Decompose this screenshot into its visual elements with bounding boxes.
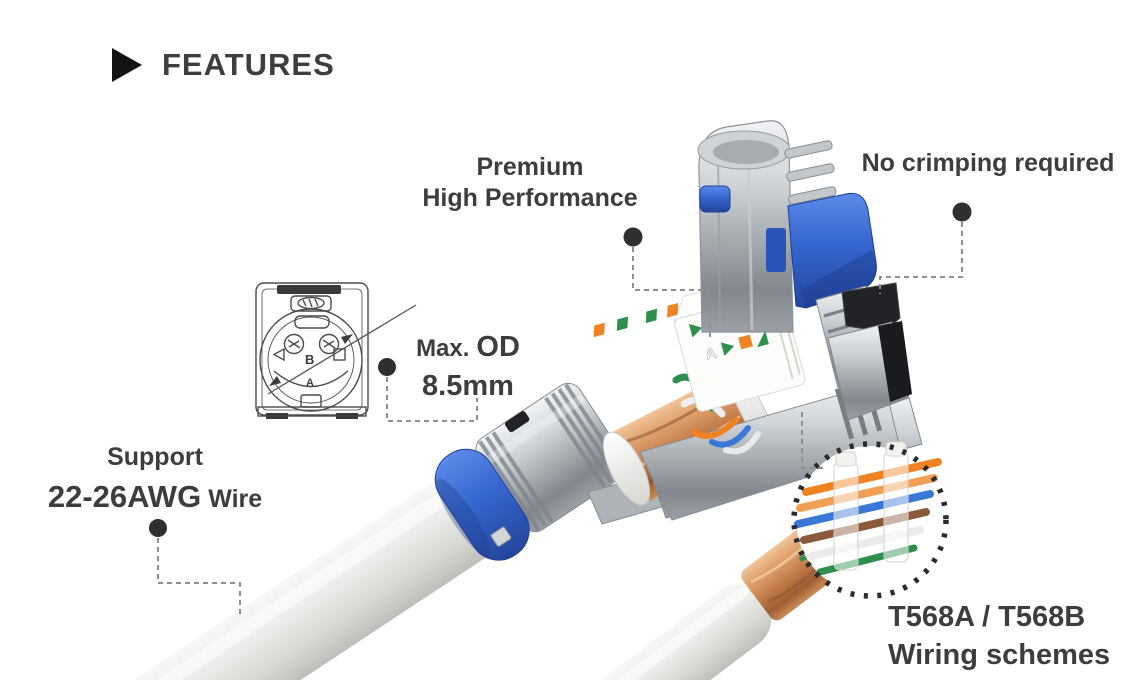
- support-awg-range: 22-26AWG: [47, 479, 202, 514]
- callout-premium-line1: Premium: [476, 153, 584, 181]
- rj45-nose: [827, 321, 912, 421]
- cap-blue-slot: [766, 228, 786, 272]
- support-line1: Support: [107, 443, 203, 471]
- section-header: FEATURES: [112, 46, 335, 85]
- leader-wiring-detail: [801, 412, 826, 469]
- callout-dot-no-crimping: [952, 202, 972, 222]
- od-dimension-line: [267, 304, 417, 395]
- callout-dot-premium: [623, 227, 643, 247]
- max-od-label: OD: [476, 331, 520, 363]
- callout-premium-line2: High Performance: [422, 184, 638, 213]
- main-cable: [121, 467, 515, 680]
- wiring-line1: T568A / T568B: [888, 601, 1086, 633]
- leader-max-od: [386, 377, 478, 422]
- strain-relief-boot: [434, 448, 530, 561]
- callout-no-crimping-text: No crimping required: [861, 149, 1115, 177]
- wiring-line2: Wiring schemes: [888, 639, 1111, 672]
- main-cable-assembly: [121, 382, 629, 680]
- play-triangle-icon: [112, 48, 142, 83]
- wiring-detail-circle: [791, 441, 949, 599]
- callout-no-crimping: No crimping required: [852, 148, 1124, 179]
- callout-dot-support: [149, 519, 167, 537]
- leader-no-crimping: [879, 222, 963, 294]
- max-od-value: 8.5mm: [422, 370, 514, 403]
- tech-drawing: B A: [255, 282, 369, 419]
- callout-premium: Premium High Performance: [418, 152, 642, 215]
- leader-support: [157, 538, 241, 618]
- callout-dot-max-od: [378, 358, 396, 376]
- leader-premium: [632, 247, 711, 338]
- drawing-label-a: A: [306, 377, 314, 389]
- callout-wiring-schemes: T568A / T568B Wiring schemes: [888, 598, 1128, 675]
- callout-max-od: Max.OD 8.5mm: [401, 328, 535, 406]
- cap-blue-clip: [699, 185, 731, 213]
- support-wire-suffix: Wire: [208, 485, 263, 513]
- page-title: FEATURES: [162, 47, 335, 82]
- max-od-prefix: Max.: [416, 335, 470, 362]
- cable-gland-barrel: [475, 382, 629, 533]
- insert-label-a: A: [703, 344, 718, 363]
- drawing-label-b: B: [305, 352, 314, 367]
